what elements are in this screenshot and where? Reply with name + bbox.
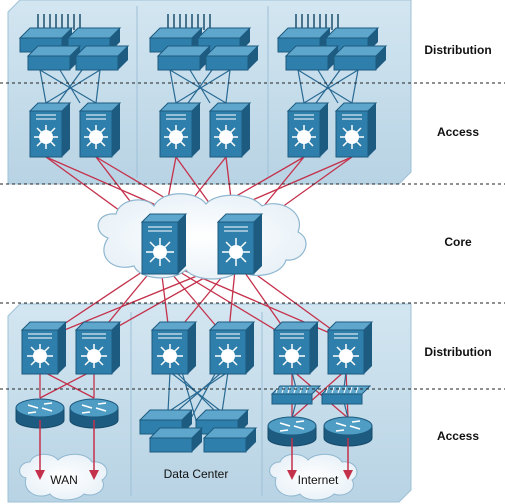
top-distribution-switches [18, 14, 388, 71]
core-cloud [97, 193, 307, 280]
bottom-distribution-switches [20, 321, 374, 375]
router-icon [15, 398, 65, 429]
multilayer-switch [78, 102, 122, 158]
multilayer-switch [216, 213, 264, 275]
multilayer-switch [28, 102, 72, 158]
top-access-switches [28, 102, 378, 158]
multilayer-switch [326, 321, 374, 375]
router-icon [323, 416, 373, 447]
tier-label-core: Core [444, 235, 472, 249]
multilayer-switch [150, 321, 198, 375]
multilayer-switch [208, 102, 252, 158]
data-center-switches [138, 409, 258, 453]
multilayer-switch [286, 102, 330, 158]
blue-links [39, 69, 359, 427]
tier-label-top-distribution: Distribution [424, 43, 491, 57]
router-icon [267, 416, 317, 447]
multilayer-switch [334, 102, 378, 158]
multilayer-switch [20, 321, 68, 375]
switch-stack-2 [148, 14, 260, 71]
firewall-icon [270, 385, 322, 405]
tier-separators [0, 82, 505, 390]
internet-label: Internet [298, 473, 339, 487]
switch-stack-1 [18, 14, 130, 71]
multilayer-switch [272, 321, 320, 375]
wan-cloud [19, 453, 108, 501]
multilayer-switch [140, 213, 188, 275]
multilayer-switch [158, 102, 202, 158]
firewall-icon [320, 385, 372, 405]
core-switches [140, 213, 264, 275]
wan-routers [15, 398, 119, 429]
outbound-arrows [35, 420, 353, 480]
tier-label-bottom-access: Access [437, 429, 479, 443]
multilayer-switch [74, 321, 122, 375]
switch-stack-3 [276, 14, 388, 71]
data-center-label: Data Center [164, 467, 229, 481]
tier-label-bottom-distribution: Distribution [424, 345, 491, 359]
multilayer-switch [208, 321, 256, 375]
router-icon [69, 398, 119, 429]
tier-label-top-access: Access [437, 125, 479, 139]
wan-label: WAN [50, 473, 78, 487]
internet-edge [267, 385, 373, 447]
